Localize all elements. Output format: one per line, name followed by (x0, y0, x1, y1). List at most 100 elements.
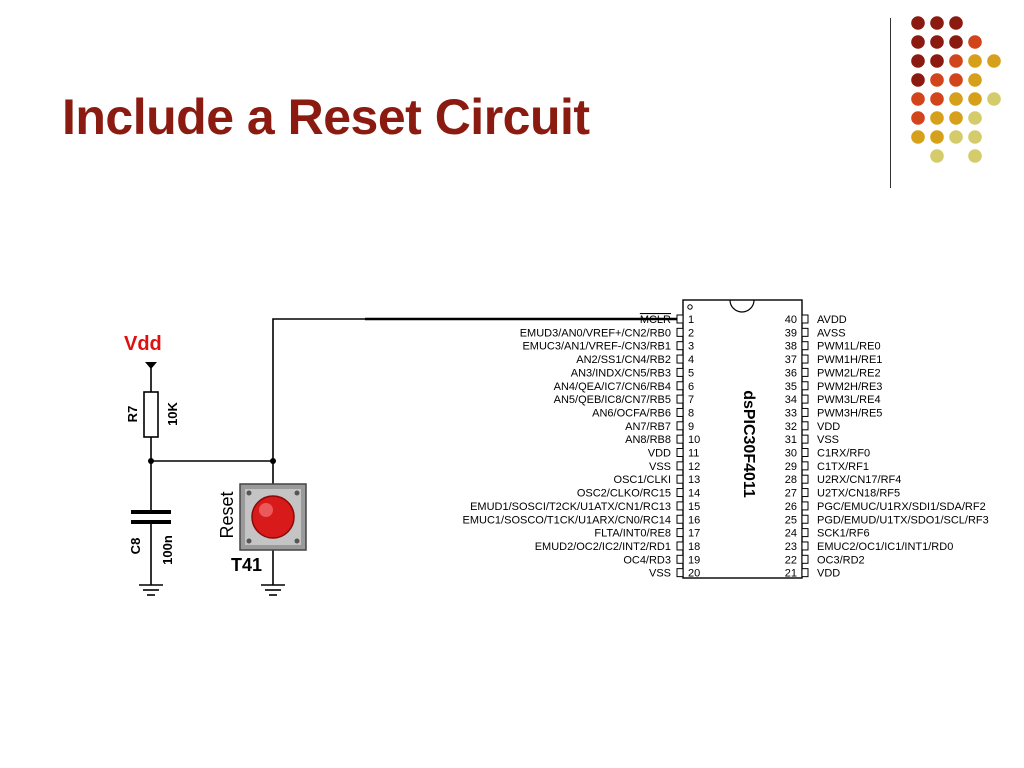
resistor-body (143, 391, 159, 438)
decorative-dot (949, 35, 963, 49)
wires (150, 317, 680, 585)
vdd-label: Vdd (124, 333, 162, 355)
pin-name: PGC/EMUC/U1RX/SDI1/SDA/RF2 (817, 501, 986, 513)
decorative-dot (911, 73, 925, 87)
decorative-dot (968, 54, 982, 68)
pin-number: 20 (688, 568, 700, 580)
pin-name: EMUC2/OC1/IC1/INT1/RD0 (817, 541, 953, 553)
decorative-dot (911, 130, 925, 144)
pin1-marker (687, 304, 693, 310)
pin-name: AVSS (817, 327, 846, 339)
pin-number: 6 (688, 381, 694, 393)
pin-name: AN6/OCFA/RB6 (592, 407, 671, 419)
pin-name: AN8/RB8 (625, 434, 671, 446)
decorative-dot (911, 35, 925, 49)
pin-name: PWM2H/RE3 (817, 381, 882, 393)
decorative-dot-grid (911, 16, 1001, 163)
pin-name: MCLR (640, 314, 671, 326)
pin-number: 37 (785, 354, 797, 366)
pin-name: VSS (817, 434, 839, 446)
pin-number: 4 (688, 354, 694, 366)
pin-number: 16 (688, 514, 700, 526)
pin-number: 23 (785, 541, 797, 553)
decorative-dot (930, 92, 944, 106)
decorative-dot (930, 111, 944, 125)
chip-pin: OSC2/CLKO/RC15 14 (577, 488, 700, 500)
decorative-dot (987, 92, 1001, 106)
pin-number: 24 (785, 528, 797, 540)
pin-number: 1 (688, 314, 694, 326)
pin-number: 13 (688, 474, 700, 486)
pin-number: 10 (688, 434, 700, 446)
pin-name: PWM1H/RE1 (817, 354, 882, 366)
decorative-dot (968, 130, 982, 144)
capacitor-ref: C8 (128, 538, 143, 555)
decorative-dot (968, 111, 982, 125)
chip-pin: 22 OC3/RD2 (785, 554, 865, 566)
decorative-dot (911, 54, 925, 68)
chip-pin: AN6/OCFA/RB6 8 (592, 407, 694, 419)
pin-number: 14 (688, 488, 700, 500)
decorative-dot (949, 92, 963, 106)
pin-name: EMUD2/OC2/IC2/INT2/RD1 (535, 541, 671, 553)
decorative-dot (930, 35, 944, 49)
pin-number: 25 (785, 514, 797, 526)
chip-pin: 36 PWM2L/RE2 (785, 367, 881, 379)
pin-number: 28 (785, 474, 797, 486)
decorative-dot (949, 130, 963, 144)
pin-name: PWM2L/RE2 (817, 367, 881, 379)
chip-pin: 23 EMUC2/OC1/IC1/INT1/RD0 (785, 541, 954, 553)
pin-number: 36 (785, 367, 797, 379)
chip-pin: AN8/RB8 10 (625, 434, 700, 446)
decorative-dot (930, 73, 944, 87)
decorative-dot (911, 111, 925, 125)
resistor-value: 10K (165, 401, 180, 425)
ground-icon (139, 584, 163, 596)
pin-name: EMUD1/SOSCI/T2CK/U1ATX/CN1/RC13 (470, 501, 671, 513)
junction-dot (148, 458, 154, 464)
capacitor-value: 100n (160, 535, 175, 565)
decorative-dot (930, 16, 944, 30)
pin-number: 5 (688, 367, 694, 379)
pin-number: 26 (785, 501, 797, 513)
pin-name: AN2/SS1/CN4/RB2 (576, 354, 671, 366)
pin-name: AN3/INDX/CN5/RB3 (571, 367, 671, 379)
decorative-dot (930, 54, 944, 68)
decorative-dot (949, 73, 963, 87)
pin-number: 38 (785, 341, 797, 353)
decorative-dot (930, 149, 944, 163)
junction-dot (270, 458, 276, 464)
pin-number: 29 (785, 461, 797, 473)
pin-number: 7 (688, 394, 694, 406)
pin-name: U2TX/CN18/RF5 (817, 488, 900, 500)
pin-name: PWM3H/RE5 (817, 407, 882, 419)
pin-name: OC3/RD2 (817, 554, 865, 566)
decorative-dot (968, 92, 982, 106)
chip-body (682, 299, 803, 579)
pin-number: 8 (688, 407, 694, 419)
pin-number: 3 (688, 341, 694, 353)
pin-number: 22 (785, 554, 797, 566)
chip-pin: AN3/INDX/CN5/RB3 5 (571, 367, 694, 379)
pin-name: VSS (649, 461, 671, 473)
pin-name: AN4/QEA/IC7/CN6/RB4 (554, 381, 671, 393)
pin-name: AVDD (817, 314, 847, 326)
pin-number: 9 (688, 421, 694, 433)
pin-name: OSC2/CLKO/RC15 (577, 488, 671, 500)
pin-name: PWM1L/RE0 (817, 341, 881, 353)
